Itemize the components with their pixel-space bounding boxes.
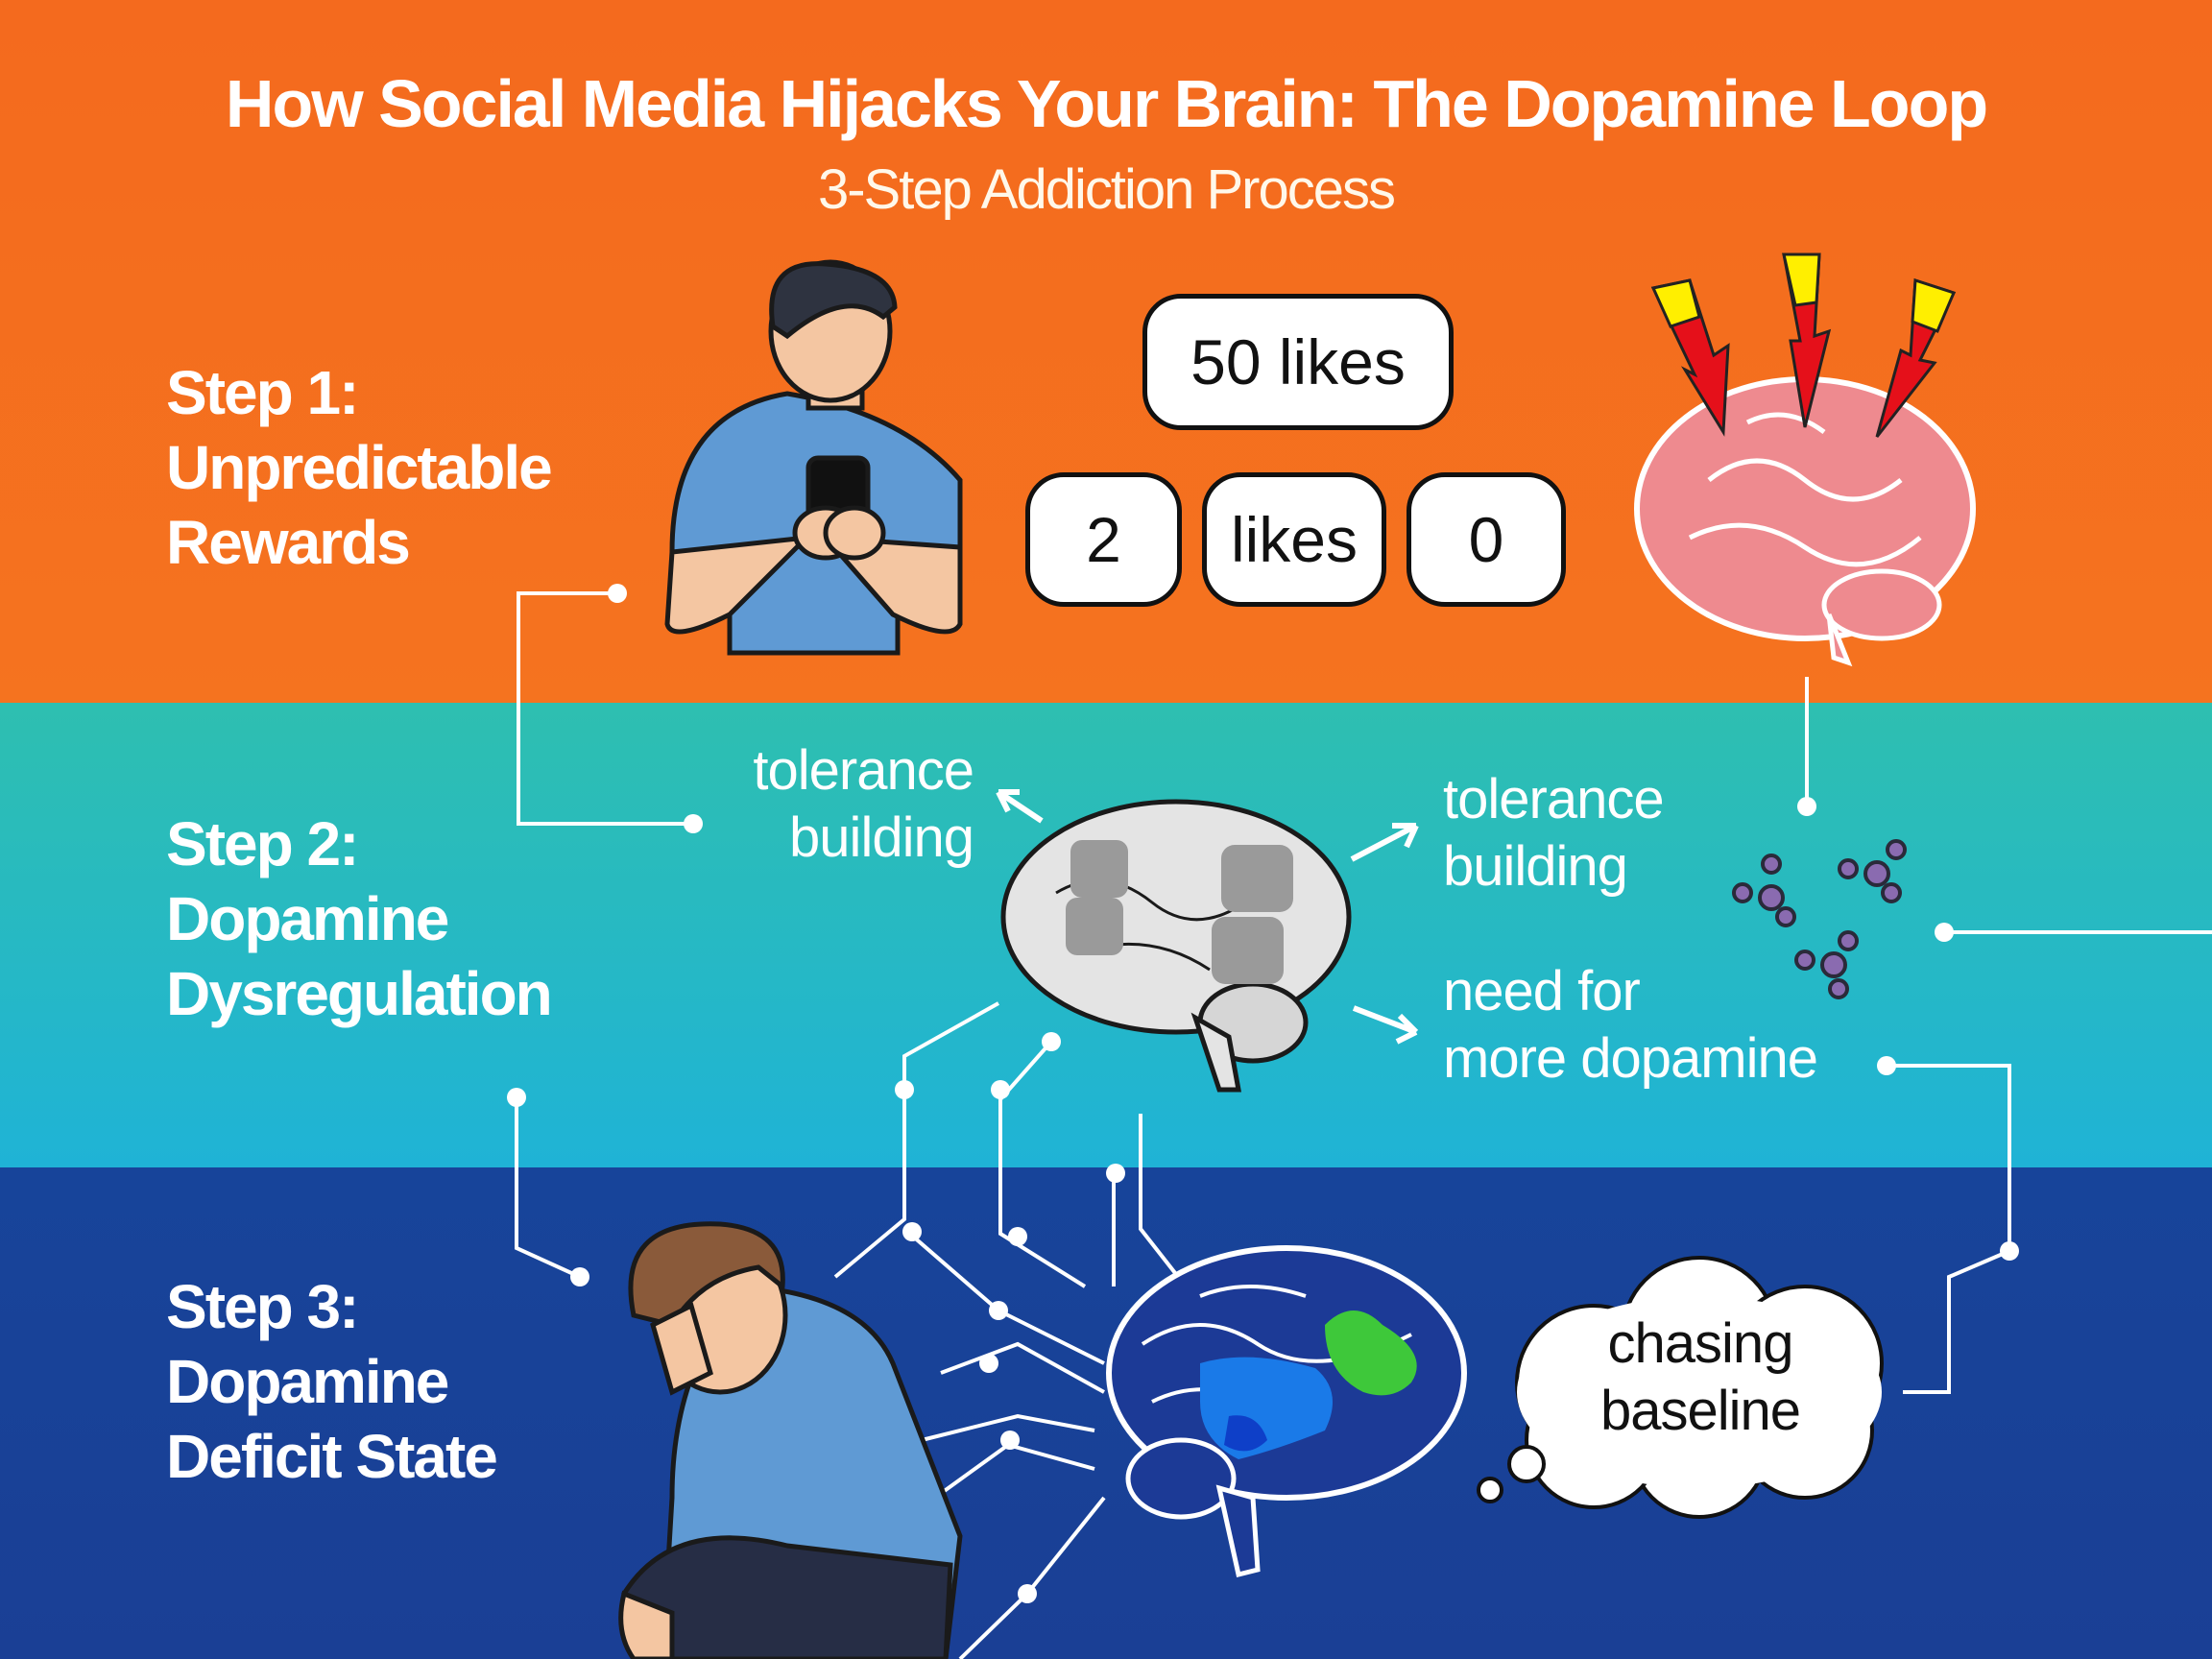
step1-label: Step 1: [166,358,359,427]
step3-name-line: Dopamine [166,1347,449,1416]
step2-label: Step 2: [166,809,359,878]
step2-name-line: Dysregulation [166,959,553,1028]
label-line: tolerance [1443,768,1665,830]
step2-heading: Step 2: Dopamine Dysregulation [166,806,553,1031]
need-more-dopamine-label: need for more dopamine [1443,958,1818,1093]
thought-cloud-icon [1477,1256,1884,1519]
connector-dots [507,584,2019,1603]
deficit-brain-icon [1106,1245,1467,1578]
lightning-bolt-icon [1650,252,1957,438]
likes-bubble: 0 [1407,472,1566,607]
dopamine-molecule-icon [1732,839,1907,999]
step3-heading: Step 3: Dopamine Deficit State [166,1269,498,1494]
label-line: more dopamine [1443,1027,1818,1090]
step3-label: Step 3: [166,1272,359,1341]
excited-brain-icon [1634,376,1976,667]
thought-text: chasing baseline [1517,1310,1884,1445]
step3-name-line: Deficit State [166,1422,498,1491]
tolerance-label-left: tolerance building [672,737,974,872]
step1-name-line: Rewards [166,508,411,577]
page-title: How Social Media Hijacks Your Brain: The… [225,66,1988,141]
thought-line: baseline [1599,1380,1801,1442]
sad-person-icon [618,1221,963,1659]
label-line: building [789,806,974,869]
label-line: building [1443,835,1628,898]
person-with-phone-icon [664,259,963,656]
step2-name-line: Dopamine [166,884,449,953]
thought-line: chasing [1607,1312,1794,1375]
step1-heading: Step 1: Unpredictable Rewards [166,355,553,580]
page-subtitle: 3-Step Addiction Process [817,158,1396,221]
tolerance-label-right: tolerance building [1443,766,1665,901]
label-line: need for [1443,960,1641,1022]
likes-bubble-large: 50 likes [1142,294,1454,430]
likes-bubble: likes [1202,472,1386,607]
likes-bubble: 2 [1025,472,1182,607]
label-line: tolerance [753,739,974,802]
arrow-icons [996,789,1419,1045]
gray-brain-icon [1000,799,1352,1093]
step1-name-line: Unpredictable [166,433,553,502]
